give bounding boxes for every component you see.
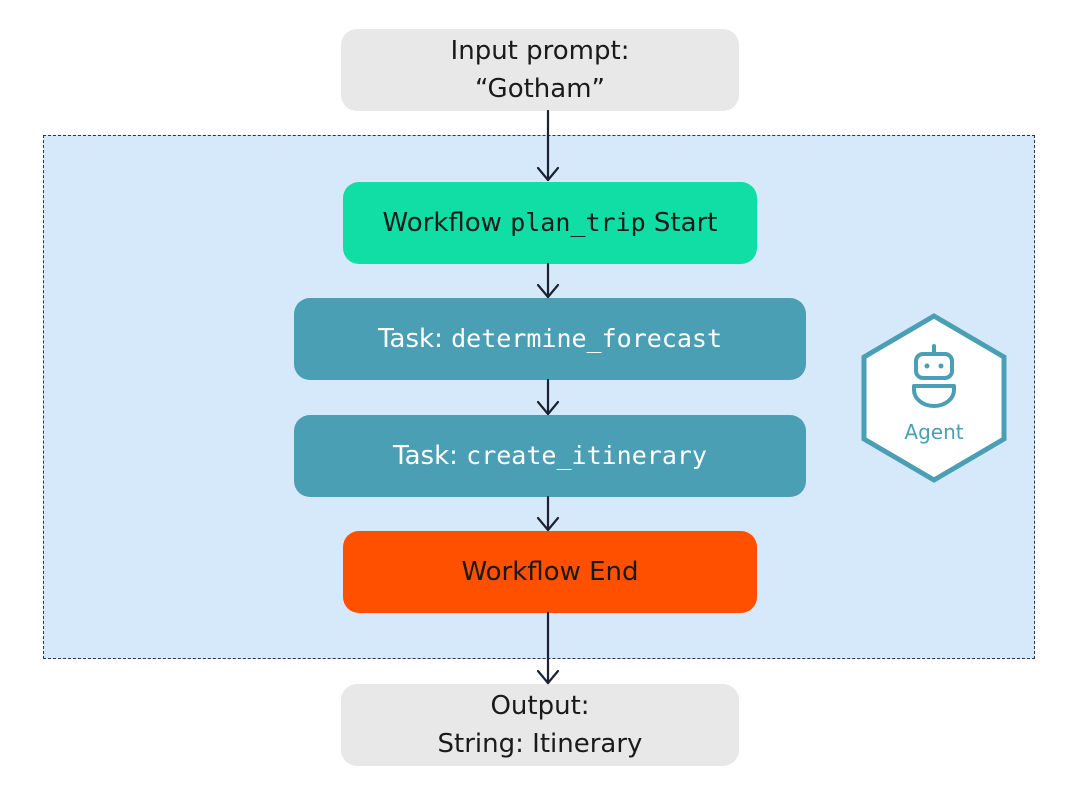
end-label: Workflow End xyxy=(461,557,639,587)
task-create-itinerary-node: Task: create_itinerary xyxy=(294,415,806,497)
task-name: determine_forecast xyxy=(451,324,723,353)
agent-label: Agent xyxy=(904,420,964,444)
start-suffix: Start xyxy=(645,208,718,238)
start-prefix: Workflow xyxy=(382,208,511,238)
robot-icon xyxy=(912,344,956,408)
output-value: String: Itinerary xyxy=(437,729,643,759)
workflow-end-node: Workflow End xyxy=(343,531,757,613)
task-prefix: Task: xyxy=(377,324,452,354)
task-prefix: Task: xyxy=(393,441,467,471)
input-prompt-label: Input prompt: xyxy=(450,36,630,66)
workflow-start-node: Workflow plan_trip Start xyxy=(343,182,757,264)
task-determine-forecast-node: Task: determine_forecast xyxy=(294,298,806,380)
input-prompt-value: “Gotham” xyxy=(475,74,605,104)
task-name: create_itinerary xyxy=(466,441,707,470)
output-label: Output: xyxy=(490,691,590,721)
input-prompt-node: Input prompt: “Gotham” xyxy=(341,29,739,111)
hexagon-icon xyxy=(861,313,1007,483)
agent-badge xyxy=(861,313,1007,483)
output-node: Output: String: Itinerary xyxy=(341,684,739,766)
start-workflow-name: plan_trip xyxy=(510,208,646,237)
